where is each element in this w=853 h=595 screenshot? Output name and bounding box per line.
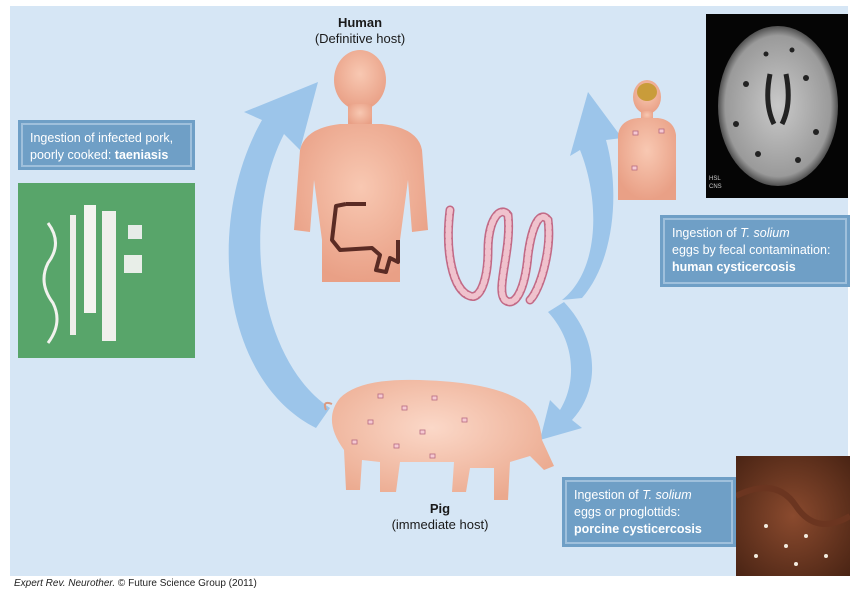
tapeworm-photo (18, 183, 195, 358)
credit-rest: © Future Science Group (2011) (115, 578, 257, 589)
mri-image (706, 14, 848, 198)
credit-journal: Expert Rev. Neurother. (14, 578, 115, 589)
human-host-label: Human (Definitive host) (300, 15, 420, 47)
tapeworm-illustration (448, 210, 548, 302)
tapeworm-segments-image (18, 183, 195, 358)
taeniasis-box: Ingestion of infected pork, poorly cooke… (18, 120, 195, 170)
human-cyst-term: human cysticercosis (672, 260, 796, 274)
pig-subtitle: (immediate host) (392, 517, 489, 532)
mri-label-b: CNS (709, 184, 722, 190)
pig-host-label: Pig (immediate host) (380, 501, 500, 533)
brain-mri-photo: HSL CNS (706, 14, 848, 198)
human-cyst-prefix: Ingestion of (672, 226, 740, 240)
credit-line: Expert Rev. Neurother. © Future Science … (14, 578, 257, 589)
porcine-cyst-term: porcine cysticercosis (574, 522, 702, 536)
small-human-figure (618, 80, 676, 200)
human-cyst-species: T. solium (740, 226, 790, 240)
human-title: Human (300, 15, 420, 31)
pork-meat-image (736, 456, 850, 576)
arrow-to-pig (540, 302, 592, 440)
pig-title: Pig (380, 501, 500, 517)
porcine-cyst-line2: eggs or proglottids: (574, 505, 680, 519)
porcine-cyst-prefix: Ingestion of (574, 488, 642, 502)
taeniasis-line2-prefix: poorly cooked: (30, 148, 115, 162)
porcine-cyst-species: T. solium (642, 488, 692, 502)
human-subtitle: (Definitive host) (315, 31, 405, 46)
arrow-to-human-cysticercosis (562, 92, 622, 300)
mri-label-a: HSL (709, 176, 721, 182)
taeniasis-term: taeniasis (115, 148, 169, 162)
human-cysticercosis-box: Ingestion of T. solium eggs by fecal con… (660, 215, 850, 287)
taeniasis-line1: Ingestion of infected pork, (30, 131, 173, 145)
pig-figure (325, 380, 554, 500)
infected-pork-photo (736, 456, 850, 576)
porcine-cysticercosis-box: Ingestion of T. solium eggs or proglotti… (562, 477, 736, 547)
human-cyst-line2: eggs by fecal contamination: (672, 243, 830, 257)
